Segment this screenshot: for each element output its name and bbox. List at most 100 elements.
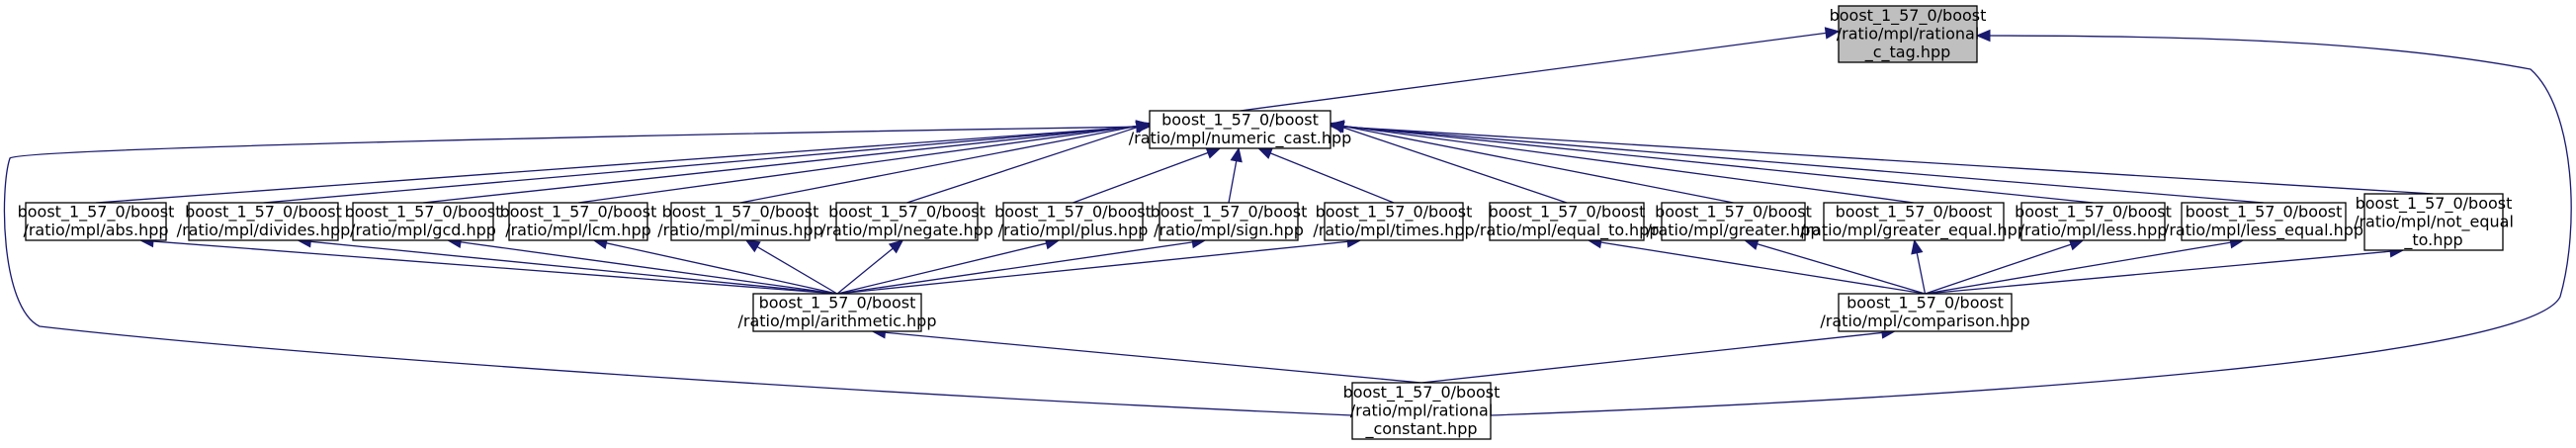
node-box <box>1002 202 1144 241</box>
node-label-line: /ratio/mpl/abs.hpp <box>23 221 168 239</box>
node-label-line: boost_1_57_0/boost <box>1161 111 1319 131</box>
edge-sign-to-numeric_cast <box>1228 146 1243 204</box>
node-label-line: boost_1_57_0/boost <box>662 203 819 223</box>
node-label-line: boost_1_57_0/boost <box>2015 203 2172 223</box>
node-box <box>1324 202 1464 241</box>
node-box <box>1661 202 1806 241</box>
node-numeric-cast[interactable]: boost_1_57_0/boost/ratio/mpl/numeric_cas… <box>1129 110 1352 149</box>
node-box <box>1489 202 1645 241</box>
edge-comparison-to-greater_equal-arrowhead <box>1911 238 1924 255</box>
edge-rational_constant-to-arithmetic <box>871 326 1422 384</box>
edge-comparison-to-greater <box>1743 237 1926 295</box>
node-minus[interactable]: boost_1_57_0/boost/ratio/mpl/minus.hpp <box>657 202 823 241</box>
edge-divides-to-numeric_cast <box>263 120 1152 204</box>
node-box <box>835 202 979 241</box>
node-box <box>1838 5 1978 63</box>
node-box <box>25 202 167 241</box>
node-less[interactable]: boost_1_57_0/boost/ratio/mpl/less.hpp <box>2015 202 2172 241</box>
edge-equal_to-to-numeric_cast <box>1329 121 1568 204</box>
edge-arithmetic-to-gcd <box>446 235 838 295</box>
node-label-line: boost_1_57_0/boost <box>1655 203 1812 223</box>
node-label-line: /ratio/mpl/arithmetic.hpp <box>738 312 937 330</box>
node-box <box>2020 202 2166 241</box>
node-arithmetic[interactable]: boost_1_57_0/boost/ratio/mpl/arithmetic.… <box>738 293 937 332</box>
edge-sign-to-numeric_cast-arrowhead <box>1230 146 1243 163</box>
node-label-line: boost_1_57_0/boost <box>1489 203 1646 223</box>
node-label-line: /ratio/mpl/negate.hpp <box>820 221 993 239</box>
node-label-line: boost_1_57_0/boost <box>1836 203 1993 223</box>
edge-rational_constant-to-numeric_cast <box>3 120 1353 416</box>
edge-arithmetic-to-minus-arrowhead <box>744 239 761 253</box>
node-label-line: _to.hpp <box>2403 230 2462 250</box>
node-label-line: _constant.hpp <box>1364 419 1477 439</box>
edge-not_equal_to-to-numeric_cast <box>1329 121 2435 195</box>
node-gcd[interactable]: boost_1_57_0/boost/ratio/mpl/gcd.hpp <box>345 202 502 241</box>
edge-arithmetic-to-minus <box>744 239 838 295</box>
node-label-line: boost_1_57_0/boost <box>759 294 916 314</box>
node-abs[interactable]: boost_1_57_0/boost/ratio/mpl/abs.hpp <box>18 202 175 241</box>
node-rational-constant[interactable]: boost_1_57_0/boost/ratio/mpl/rational_co… <box>1343 382 1501 440</box>
node-label-line: boost_1_57_0/boost <box>828 203 986 223</box>
node-label-line: boost_1_57_0/boost <box>345 203 502 223</box>
edge-arithmetic-to-abs <box>138 234 838 295</box>
node-less-equal[interactable]: boost_1_57_0/boost/ratio/mpl/less_equal.… <box>2164 202 2363 241</box>
node-label-line: /ratio/mpl/greater_equal.hpp <box>1800 221 2027 240</box>
node-label-line: /ratio/mpl/lcm.hpp <box>505 221 651 239</box>
node-greater-equal[interactable]: boost_1_57_0/boost/ratio/mpl/greater_equ… <box>1800 202 2027 241</box>
node-label-line: boost_1_57_0/boost <box>994 203 1152 223</box>
node-times[interactable]: boost_1_57_0/boost/ratio/mpl/times.hpp <box>1313 202 1475 241</box>
node-not-equal-to[interactable]: boost_1_57_0/boost/ratio/mpl/not_equal_t… <box>2354 193 2514 251</box>
node-label-line: boost_1_57_0/boost <box>1343 383 1501 403</box>
node-box <box>1823 202 2005 241</box>
node-equal-to[interactable]: boost_1_57_0/boost/ratio/mpl/equal_to.hp… <box>1475 202 1660 241</box>
node-label-line: /ratio/mpl/times.hpp <box>1313 221 1474 239</box>
node-label-line: /ratio/mpl/rational <box>1350 401 1494 419</box>
node-plus[interactable]: boost_1_57_0/boost/ratio/mpl/plus.hpp <box>994 202 1152 241</box>
node-box <box>1838 293 2013 332</box>
node-box <box>188 202 339 241</box>
node-label-line: /ratio/mpl/greater.hpp <box>1646 221 1820 239</box>
node-label-line: /ratio/mpl/comparison.hpp <box>1820 312 2029 330</box>
node-box <box>2363 193 2504 251</box>
node-label-line: /ratio/mpl/equal_to.hpp <box>1475 221 1660 240</box>
node-negate[interactable]: boost_1_57_0/boost/ratio/mpl/negate.hpp <box>820 202 993 241</box>
node-divides[interactable]: boost_1_57_0/boost/ratio/mpl/divides.hpp <box>177 202 351 241</box>
node-box <box>352 202 494 241</box>
nodes-layer: boost_1_57_0/boost/ratio/mpl/rational_c_… <box>18 5 2514 440</box>
node-sign[interactable]: boost_1_57_0/boost/ratio/mpl/sign.hpp <box>1151 202 1308 241</box>
node-label-line: boost_1_57_0/boost <box>1316 203 1473 223</box>
node-label-line: boost_1_57_0/boost <box>2186 203 2343 223</box>
node-label-line: boost_1_57_0/boost <box>1846 294 2004 314</box>
node-rational-c-tag[interactable]: boost_1_57_0/boost/ratio/mpl/rational_c_… <box>1830 5 1987 63</box>
node-label-line: /ratio/mpl/numeric_cast.hpp <box>1129 129 1352 148</box>
node-lcm[interactable]: boost_1_57_0/boost/ratio/mpl/lcm.hpp <box>500 202 657 241</box>
node-box <box>670 202 811 241</box>
edge-times-to-numeric_cast-arrowhead <box>1256 147 1274 159</box>
node-greater[interactable]: boost_1_57_0/boost/ratio/mpl/greater.hpp <box>1646 202 1821 241</box>
node-label-line: boost_1_57_0/boost <box>2356 194 2513 214</box>
edge-not_equal_to-to-numeric_cast-arrowhead <box>1329 121 1344 134</box>
node-label-line: /ratio/mpl/divides.hpp <box>177 221 351 239</box>
edge-plus-to-numeric_cast <box>1073 146 1222 204</box>
node-label-line: /ratio/mpl/less_equal.hpp <box>2164 221 2363 240</box>
node-label-line: /ratio/mpl/minus.hpp <box>657 221 822 239</box>
edge-numeric_cast-to-rational_c_tag-arrowhead <box>1824 27 1841 40</box>
node-box <box>508 202 648 241</box>
node-box <box>1351 382 1492 440</box>
edge-times-to-numeric_cast <box>1256 147 1395 204</box>
node-label-line: /ratio/mpl/plus.hpp <box>998 221 1149 239</box>
node-label-line: boost_1_57_0/boost <box>1151 203 1308 223</box>
node-label-line: /ratio/mpl/not_equal <box>2354 212 2514 231</box>
node-label-line: /ratio/mpl/rational <box>1837 24 1980 43</box>
node-comparison[interactable]: boost_1_57_0/boost/ratio/mpl/comparison.… <box>1820 293 2030 332</box>
node-box <box>1159 202 1299 241</box>
node-label-line: /ratio/mpl/gcd.hpp <box>350 221 496 239</box>
edge-rational_constant-to-rational_c_tag-arrowhead <box>1975 29 1991 43</box>
edges-layer <box>3 27 2572 416</box>
node-label-line: _c_tag.hpp <box>1864 43 1951 62</box>
node-label-line: boost_1_57_0/boost <box>185 203 342 223</box>
node-label-line: /ratio/mpl/sign.hpp <box>1154 221 1304 239</box>
edge-less_equal-to-numeric_cast <box>1329 120 2265 204</box>
node-label-line: boost_1_57_0/boost <box>18 203 175 223</box>
